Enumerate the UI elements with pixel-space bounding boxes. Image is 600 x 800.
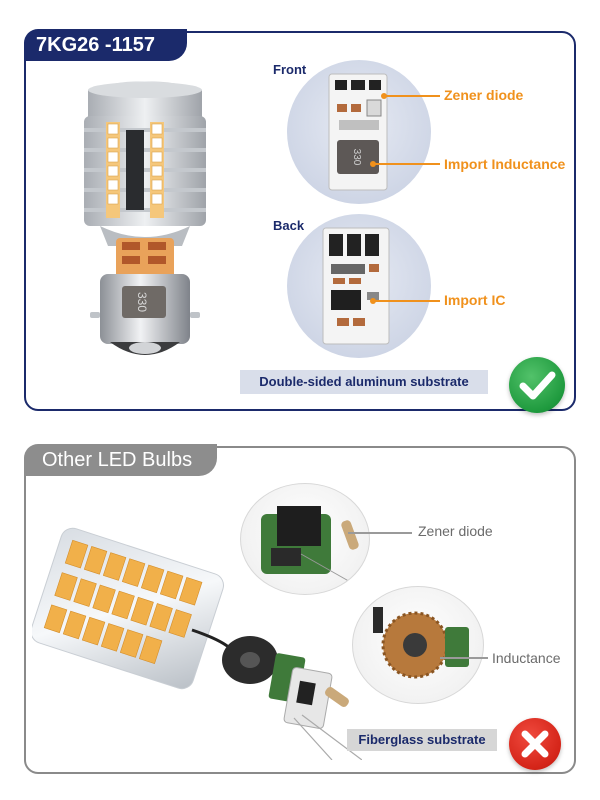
zener-detail-circle bbox=[240, 483, 370, 595]
other-bulbs-tag: Other LED Bulbs bbox=[24, 444, 217, 476]
inductance-pointer bbox=[370, 161, 376, 167]
fiberglass-substrate-label: Fiberglass substrate bbox=[347, 729, 497, 751]
zener-detail-image bbox=[261, 506, 362, 589]
check-mark-icon bbox=[509, 357, 565, 413]
model-tag: 7KG26 -1157 bbox=[24, 29, 187, 61]
inductor-marking: 330 bbox=[135, 292, 149, 312]
inductance-detail-image bbox=[373, 607, 469, 679]
import-ic-label: Import IC bbox=[444, 292, 506, 308]
zener-pointer bbox=[381, 93, 387, 99]
zener-gray-leader bbox=[348, 532, 412, 534]
aluminum-substrate-label: Double-sided aluminum substrate bbox=[240, 370, 488, 394]
led-bulb-image: 330 bbox=[84, 81, 206, 355]
other-led-bulb-image bbox=[32, 527, 362, 760]
cross-mark-icon bbox=[509, 718, 561, 770]
import-inductance-label: Import Inductance bbox=[444, 156, 566, 172]
ic-pointer bbox=[370, 298, 376, 304]
back-board-circle bbox=[287, 214, 431, 358]
zener-diode-label: Zener diode bbox=[444, 87, 524, 103]
inductance-gray-leader bbox=[440, 657, 488, 659]
front-board-image: 330 bbox=[328, 73, 388, 191]
zener-leader-line bbox=[386, 95, 440, 97]
front-label: Front bbox=[273, 62, 307, 77]
front-board-circle: 330 bbox=[287, 60, 431, 204]
other-inductance-label: Inductance bbox=[492, 650, 561, 666]
ic-leader-line bbox=[375, 300, 440, 302]
inductance-detail-circle bbox=[352, 586, 484, 704]
back-board-image bbox=[322, 227, 390, 345]
inductance-leader-line bbox=[375, 163, 440, 165]
back-label: Back bbox=[273, 218, 305, 233]
other-zener-label: Zener diode bbox=[418, 523, 493, 539]
svg-text:330: 330 bbox=[351, 149, 362, 166]
